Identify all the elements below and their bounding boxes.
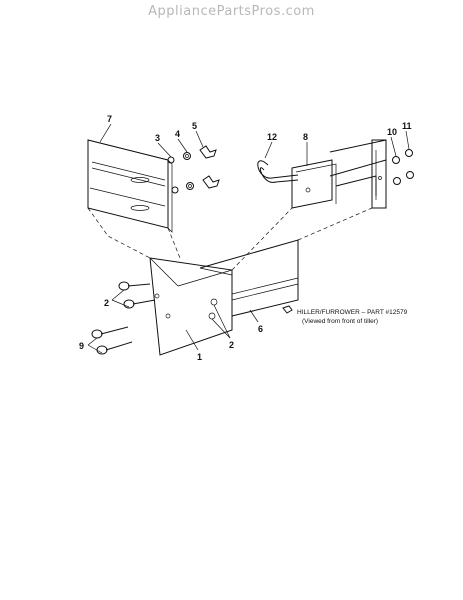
callout-4: 4 [175, 129, 180, 139]
callout-10: 10 [387, 127, 397, 137]
fasteners-10-11 [392, 149, 414, 185]
callout-11: 11 [402, 121, 412, 131]
assembly-lines [87, 207, 373, 271]
diagram-caption-subtitle: (Viewed from front of tiller) [302, 318, 378, 325]
callout-7: 7 [107, 114, 112, 124]
bolts-2-9 [91, 281, 293, 355]
callout-2-left: 2 [104, 298, 109, 308]
part-1-center-plate [149, 257, 233, 356]
fasteners-3-4-5 [167, 145, 220, 194]
part-6-large-wing [199, 239, 299, 317]
part-7-wing-blade [87, 139, 173, 233]
leader-lines [87, 123, 410, 354]
callout-2-right: 2 [229, 340, 234, 350]
callout-8: 8 [303, 132, 308, 142]
callout-3: 3 [155, 133, 160, 143]
part-12-hair-pin [257, 160, 299, 183]
part-8-bracket [291, 139, 387, 209]
watermark: AppliancePartsPros.com [148, 4, 315, 19]
callout-6: 6 [258, 324, 263, 334]
callout-1: 1 [197, 352, 202, 362]
callout-12: 12 [267, 132, 277, 142]
diagram-caption-title: HILLER/FURROWER – PART #12579 [297, 309, 408, 316]
callout-5: 5 [192, 121, 197, 131]
callout-9: 9 [79, 341, 84, 351]
